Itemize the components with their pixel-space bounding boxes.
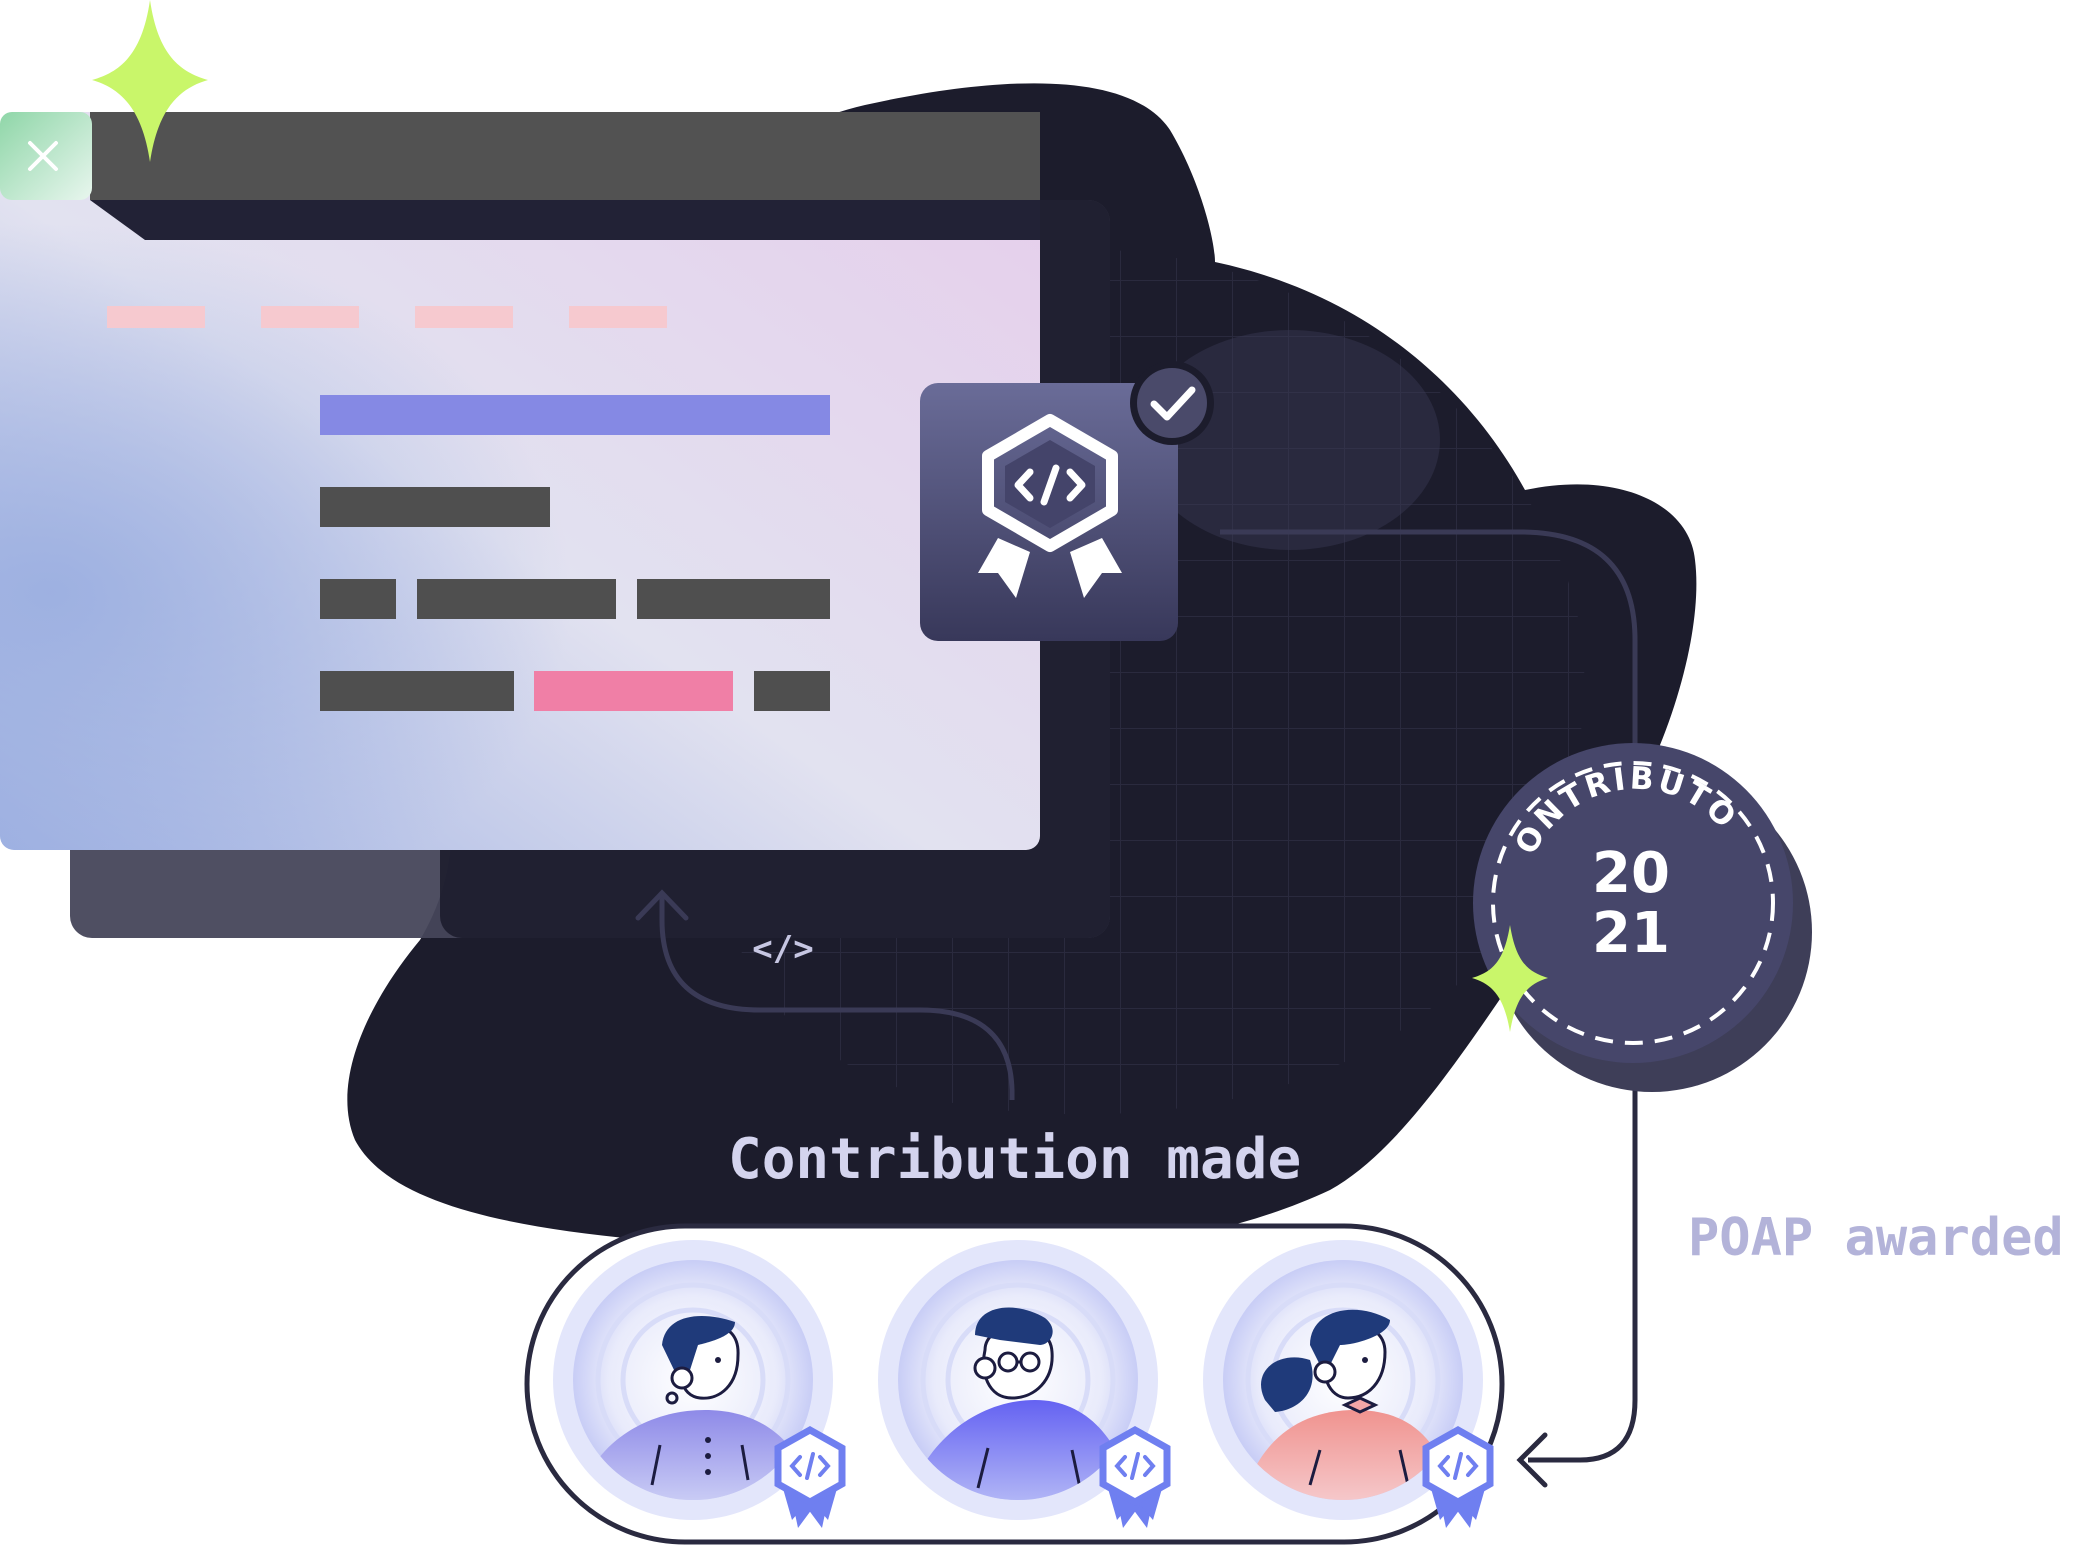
close-icon[interactable] <box>28 141 58 171</box>
background-glow <box>1140 330 1440 550</box>
window-body-glow <box>0 112 1040 850</box>
code-brackets-icon <box>789 1452 831 1480</box>
window-title-bar-corner <box>1025 112 1040 200</box>
connector-card-to-badge <box>1220 529 1638 745</box>
badge-year-line2: 21 <box>1592 901 1670 966</box>
poap-label: POAP awarded <box>1688 1208 2064 1268</box>
badge-year-line1: 20 <box>1592 841 1670 906</box>
check-icon <box>1150 386 1196 421</box>
window-placeholder-tabs <box>107 306 667 328</box>
arrow-up-icon <box>635 889 689 921</box>
avatar-person-glasses <box>878 1240 1158 1520</box>
window-title-bar <box>90 112 1040 200</box>
ribbon-left-icon <box>978 538 1030 598</box>
window-tab-edge <box>90 200 1040 240</box>
mini-code-badge-2 <box>1099 1425 1171 1528</box>
connector-contribution-arrow <box>659 895 1015 1100</box>
code-brackets-icon <box>1114 1452 1156 1480</box>
code-brackets-icon <box>1014 464 1086 506</box>
connector-badge-to-avatars <box>1528 1085 1638 1463</box>
window-close-tab[interactable] <box>0 112 92 200</box>
code-window <box>0 112 1040 850</box>
ribbon-right-icon <box>1070 538 1122 598</box>
code-badge-icon <box>982 414 1118 552</box>
avatar-person-earring <box>553 1240 833 1520</box>
code-brackets-icon <box>1437 1452 1479 1480</box>
sparkle-small-icon <box>1472 925 1548 1032</box>
arrow-left-icon <box>1516 1432 1548 1488</box>
avatar-person-long-hair <box>1203 1240 1483 1520</box>
sparkle-icon <box>92 0 208 162</box>
code-glyph-text: </> <box>752 929 813 969</box>
mini-code-badge-3 <box>1422 1425 1494 1528</box>
achievement-card <box>920 361 1214 641</box>
mini-code-badge-1 <box>774 1425 846 1528</box>
window-code-lines <box>320 395 830 711</box>
contribution-label: Contribution made <box>728 1127 1301 1192</box>
